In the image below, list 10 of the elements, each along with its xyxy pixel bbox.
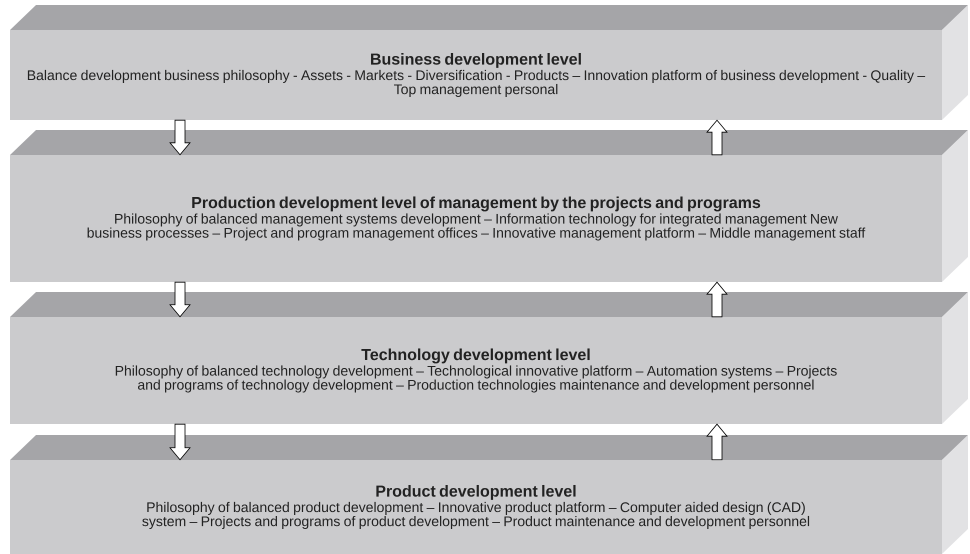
level-slab: Production development level of management by the projects and programs Philosophy of balanced management systems development – Information technology for integrated management New business processes – Project and program management offices – Innovative management platform – Middle management staff [10,130,968,282]
level-slab: Technology development level Philosophy of balanced technology development – Technological innovative platform – Automation systems – Projects and programs of technology development – Production technologies maintenance and development personnel [10,292,968,424]
level-slab: Product development level Philosophy of balanced product development – Innovative product platform – Computer aided design (CAD) system – Projects and programs of product development – Product maintenance and development personnel [10,435,968,554]
block-arrow [169,424,191,460]
block-arrow [169,282,191,318]
block-arrow [169,120,191,156]
block-arrow [706,282,728,318]
level-slab: Business development level Balance development business philosophy - Assets - Markets - Diversification - Products – Innovation platform of business development - Quality – Top management personal [10,5,968,120]
block-arrow [706,120,728,156]
block-arrow [706,424,728,460]
